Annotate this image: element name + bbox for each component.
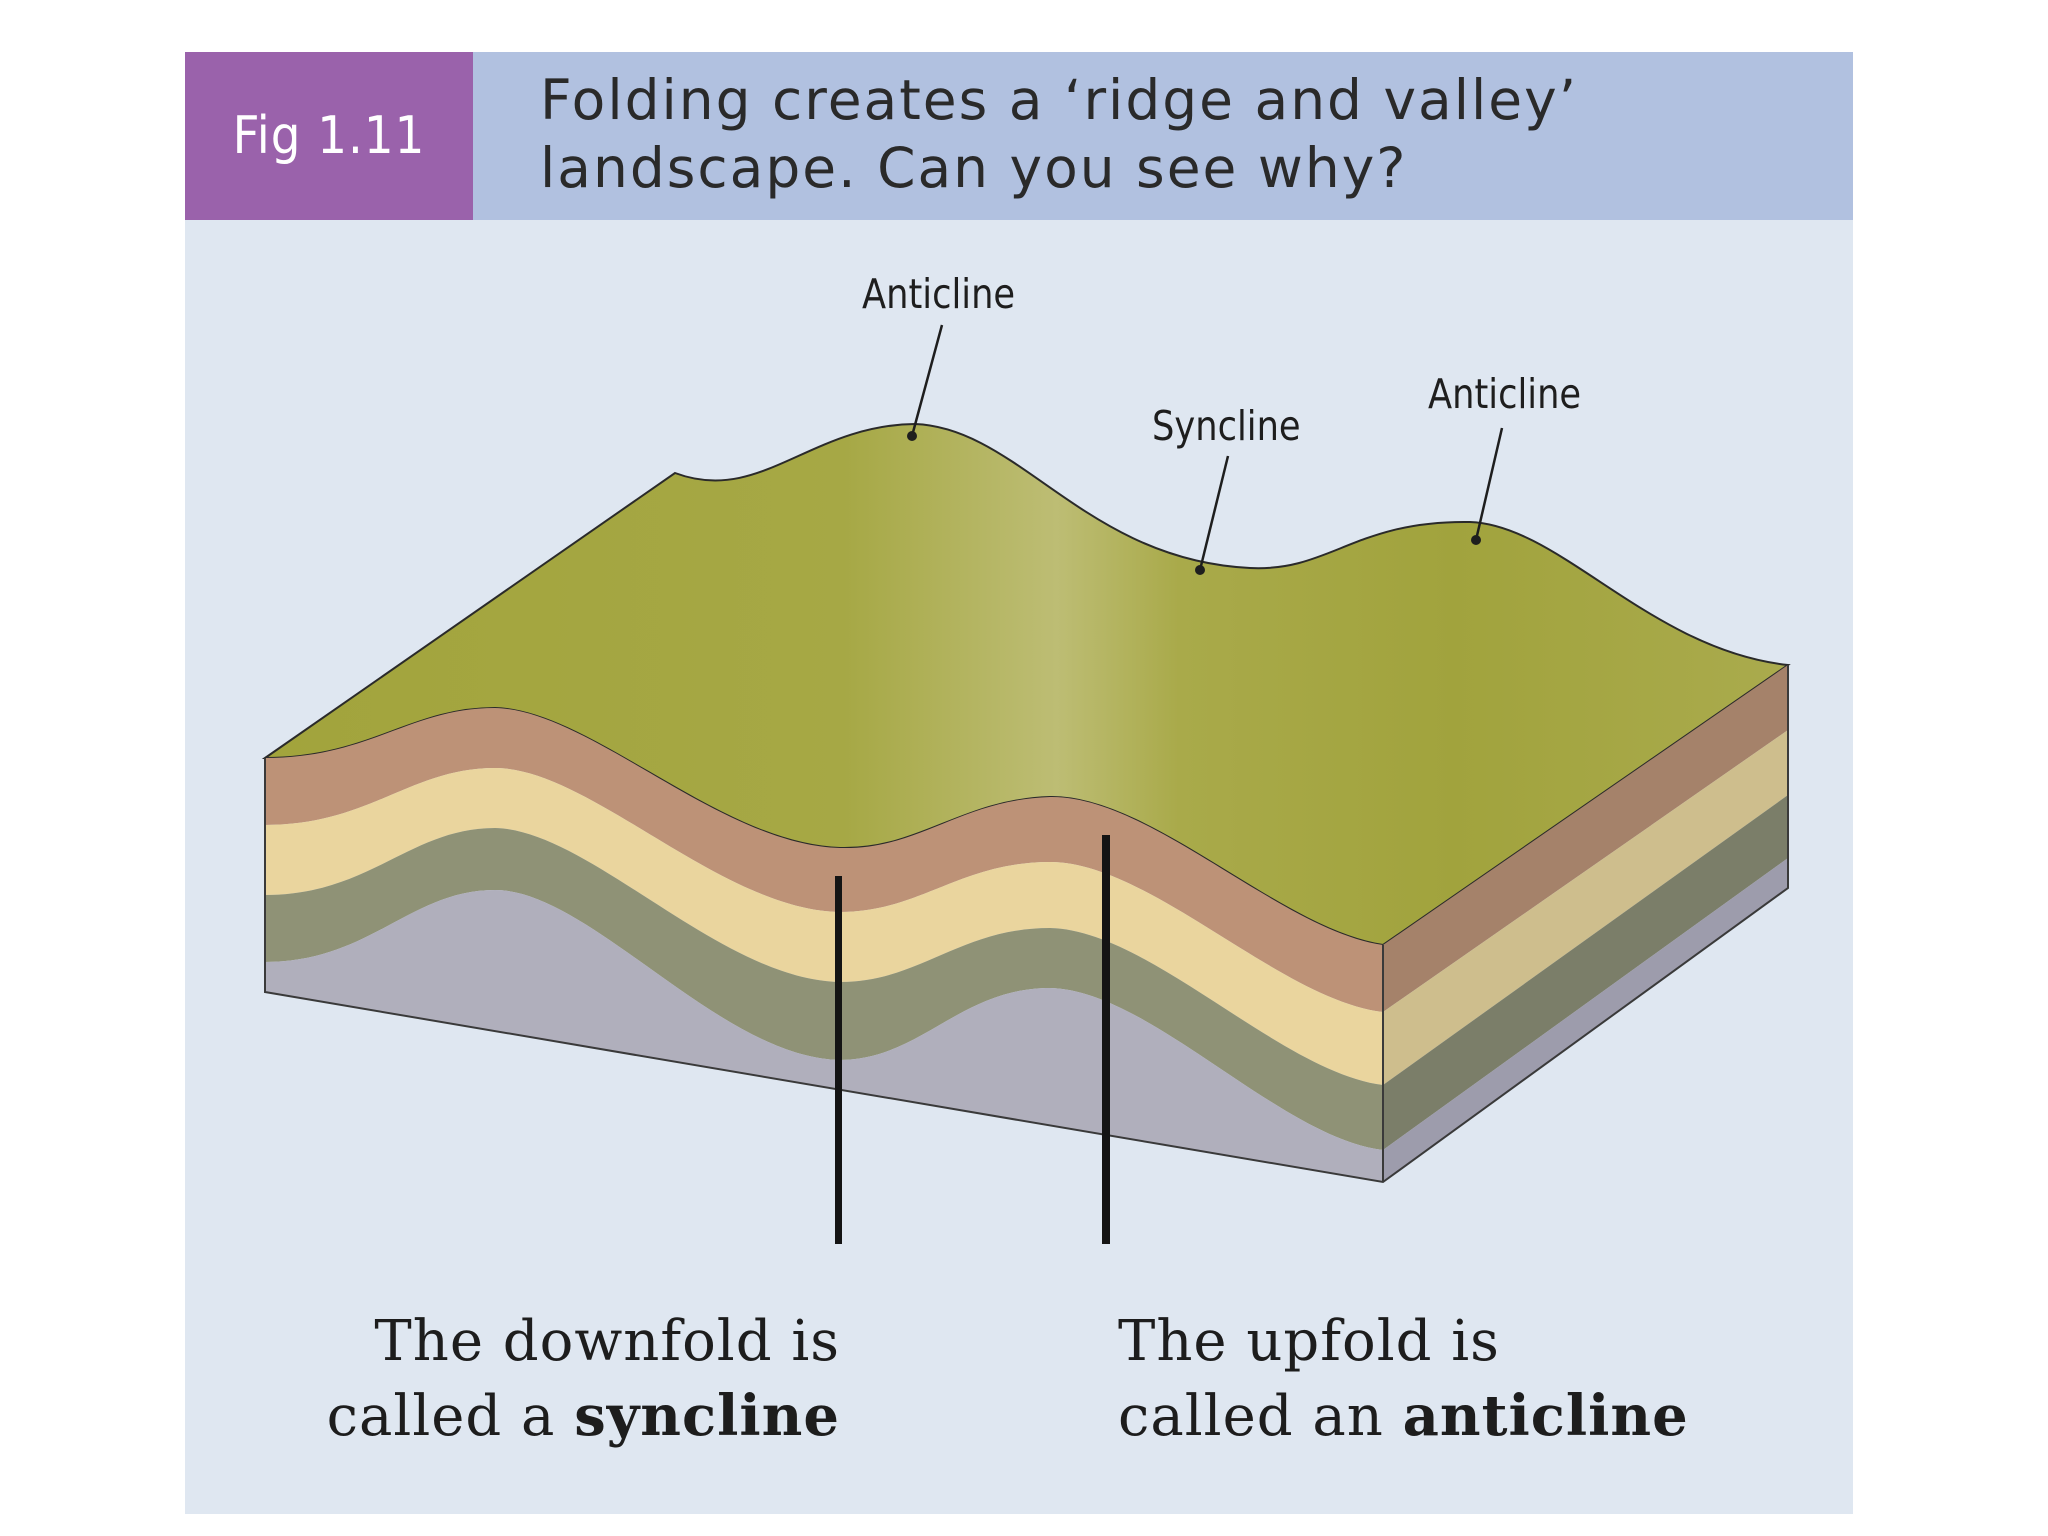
syncline-explanation: The downfold is called a syncline <box>327 1305 840 1454</box>
syncline-label: Syncline <box>1152 402 1301 450</box>
anticline-explanation-line-2: called an anticline <box>1118 1379 1689 1454</box>
anticline-label-right: Anticline <box>1428 370 1581 418</box>
anticline-pointer-line <box>1102 835 1110 1244</box>
anticline-label-left: Anticline <box>862 270 1015 318</box>
anticline-explanation: The upfold is called an anticline <box>1118 1305 1689 1454</box>
anticline-term: anticline <box>1403 1383 1689 1449</box>
anticline-right-leader <box>1476 428 1502 540</box>
anticline-right-point <box>1471 535 1481 545</box>
anticline-explanation-line-1: The upfold is <box>1118 1305 1689 1379</box>
syncline-pointer-line <box>835 876 842 1244</box>
syncline-explanation-line-2: called a syncline <box>327 1379 840 1454</box>
syncline-point <box>1195 565 1205 575</box>
syncline-term: syncline <box>574 1383 840 1449</box>
anticline-explanation-prefix: called an <box>1118 1384 1403 1449</box>
syncline-leader <box>1200 456 1228 570</box>
syncline-explanation-prefix: called a <box>327 1384 575 1449</box>
anticline-left-point <box>907 431 917 441</box>
syncline-explanation-line-1: The downfold is <box>327 1305 840 1379</box>
anticline-left-leader <box>912 325 942 436</box>
